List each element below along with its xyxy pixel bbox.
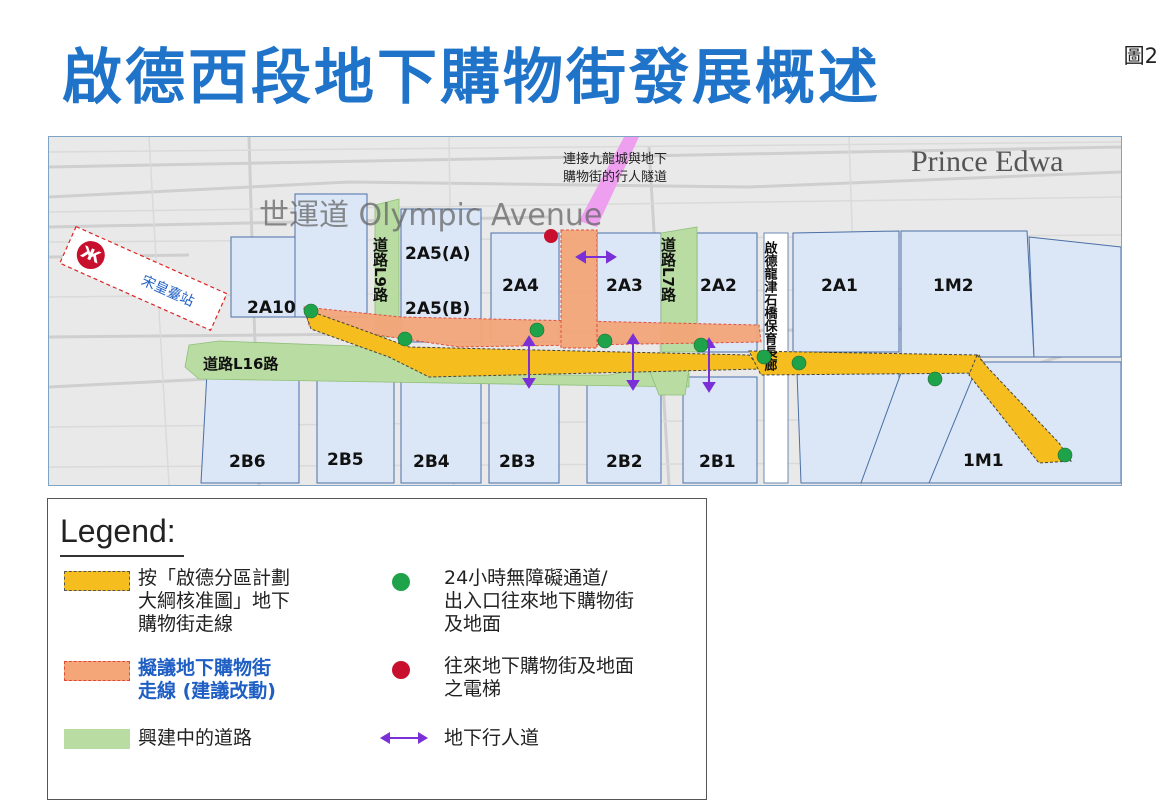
- legend-red-dot-icon: [392, 661, 410, 679]
- legend: Legend: 按「啟德分區計劃 大綱核准圖」地下 購物街走線 擬議地下購物街 …: [47, 498, 707, 800]
- legend-label-access: 24小時無障礙通道/ 出入口往來地下購物街 及地面: [444, 567, 635, 635]
- site-labels: 2A5(A) 2A5(B) 2A4 2A3 2A2 2A1 1M2 2A10 2…: [229, 244, 1004, 472]
- road-l7-shape: [660, 226, 698, 353]
- site-label: 1M1: [963, 451, 1004, 471]
- legend-label-approved-route: 按「啟德分區計劃 大綱核准圖」地下 購物街走線: [138, 567, 291, 635]
- accessible-access-points: [303, 303, 1073, 463]
- site-label: 2A1: [821, 276, 858, 296]
- site-label: 2B3: [499, 452, 536, 472]
- access-point: [597, 333, 613, 349]
- site-label: 2B4: [413, 452, 450, 472]
- site-label: 2B1: [699, 452, 736, 472]
- road-label-corridor: 啟德龍津石橋保育長廊: [762, 240, 779, 372]
- site-label: 2B5: [327, 450, 364, 470]
- site-label: 2B2: [606, 452, 643, 472]
- mtr-logo-icon: [76, 241, 105, 270]
- legend-green-dot-icon: [392, 573, 410, 591]
- access-point: [303, 303, 319, 319]
- site-map: Prince Edwa 世運道 Olympic Avenue 連接九龍城與地下 …: [48, 136, 1122, 486]
- road-label-l9: 道路L9路: [371, 236, 389, 302]
- legend-label-lift: 往來地下購物街及地面 之電梯: [444, 655, 635, 700]
- site-label: 2A5(B): [405, 299, 470, 319]
- legend-label-proposed-route: 擬議地下購物街 走線 (建議改動): [138, 657, 276, 702]
- upper-parcels: [230, 193, 1121, 358]
- road-label-l7: 道路L7路: [659, 236, 677, 302]
- pedestrian-tunnel-link: [579, 137, 639, 227]
- access-point: [927, 371, 943, 387]
- legend-label-roads: 興建中的道路: [138, 727, 253, 749]
- site-label: 2B6: [229, 452, 266, 472]
- site-label: 2A3: [606, 276, 643, 296]
- access-point: [397, 331, 413, 347]
- approved-route: [303, 308, 1072, 464]
- tunnel-callout: 連接九龍城與地下 購物街的行人隧道: [563, 151, 671, 185]
- tunnel-callout-line1: 連接九龍城與地下: [563, 151, 667, 167]
- lower-parcels: [200, 361, 1121, 484]
- legend-heading: Legend:: [60, 513, 176, 549]
- site-label: 1M2: [933, 276, 974, 296]
- access-point: [1057, 447, 1073, 463]
- legend-swatch-approved-route: [64, 571, 130, 591]
- site-label: 2A2: [700, 276, 737, 296]
- legend-swatch-proposed-route: [64, 661, 130, 681]
- lift-point: [544, 229, 558, 243]
- street-label-olympic-avenue: 世運道 Olympic Avenue: [259, 198, 602, 233]
- map-svg: Prince Edwa 世運道 Olympic Avenue 連接九龍城與地下 …: [49, 137, 1121, 485]
- legend-double-arrow-icon: [380, 732, 428, 744]
- legend-label-walkway: 地下行人道: [444, 727, 540, 749]
- mtr-station: Ж 宋皇臺站: [59, 225, 228, 332]
- figure-label: 圖2: [1123, 44, 1158, 68]
- site-label: 2A5(A): [405, 244, 471, 264]
- site-label: 2A4: [502, 276, 539, 296]
- legend-swatch-roads: [64, 729, 130, 749]
- street-label-prince-edward: Prince Edwa: [911, 145, 1063, 178]
- road-label-l16: 道路L16路: [203, 355, 279, 373]
- access-point: [756, 349, 772, 365]
- site-label: 2A10: [247, 298, 296, 318]
- access-point: [529, 322, 545, 338]
- access-point: [791, 355, 807, 371]
- page-title: 啟德西段地下購物街發展概述: [62, 43, 881, 113]
- legend-underline: [60, 555, 184, 557]
- tunnel-callout-line2: 購物街的行人隧道: [563, 169, 667, 185]
- access-point: [693, 337, 709, 353]
